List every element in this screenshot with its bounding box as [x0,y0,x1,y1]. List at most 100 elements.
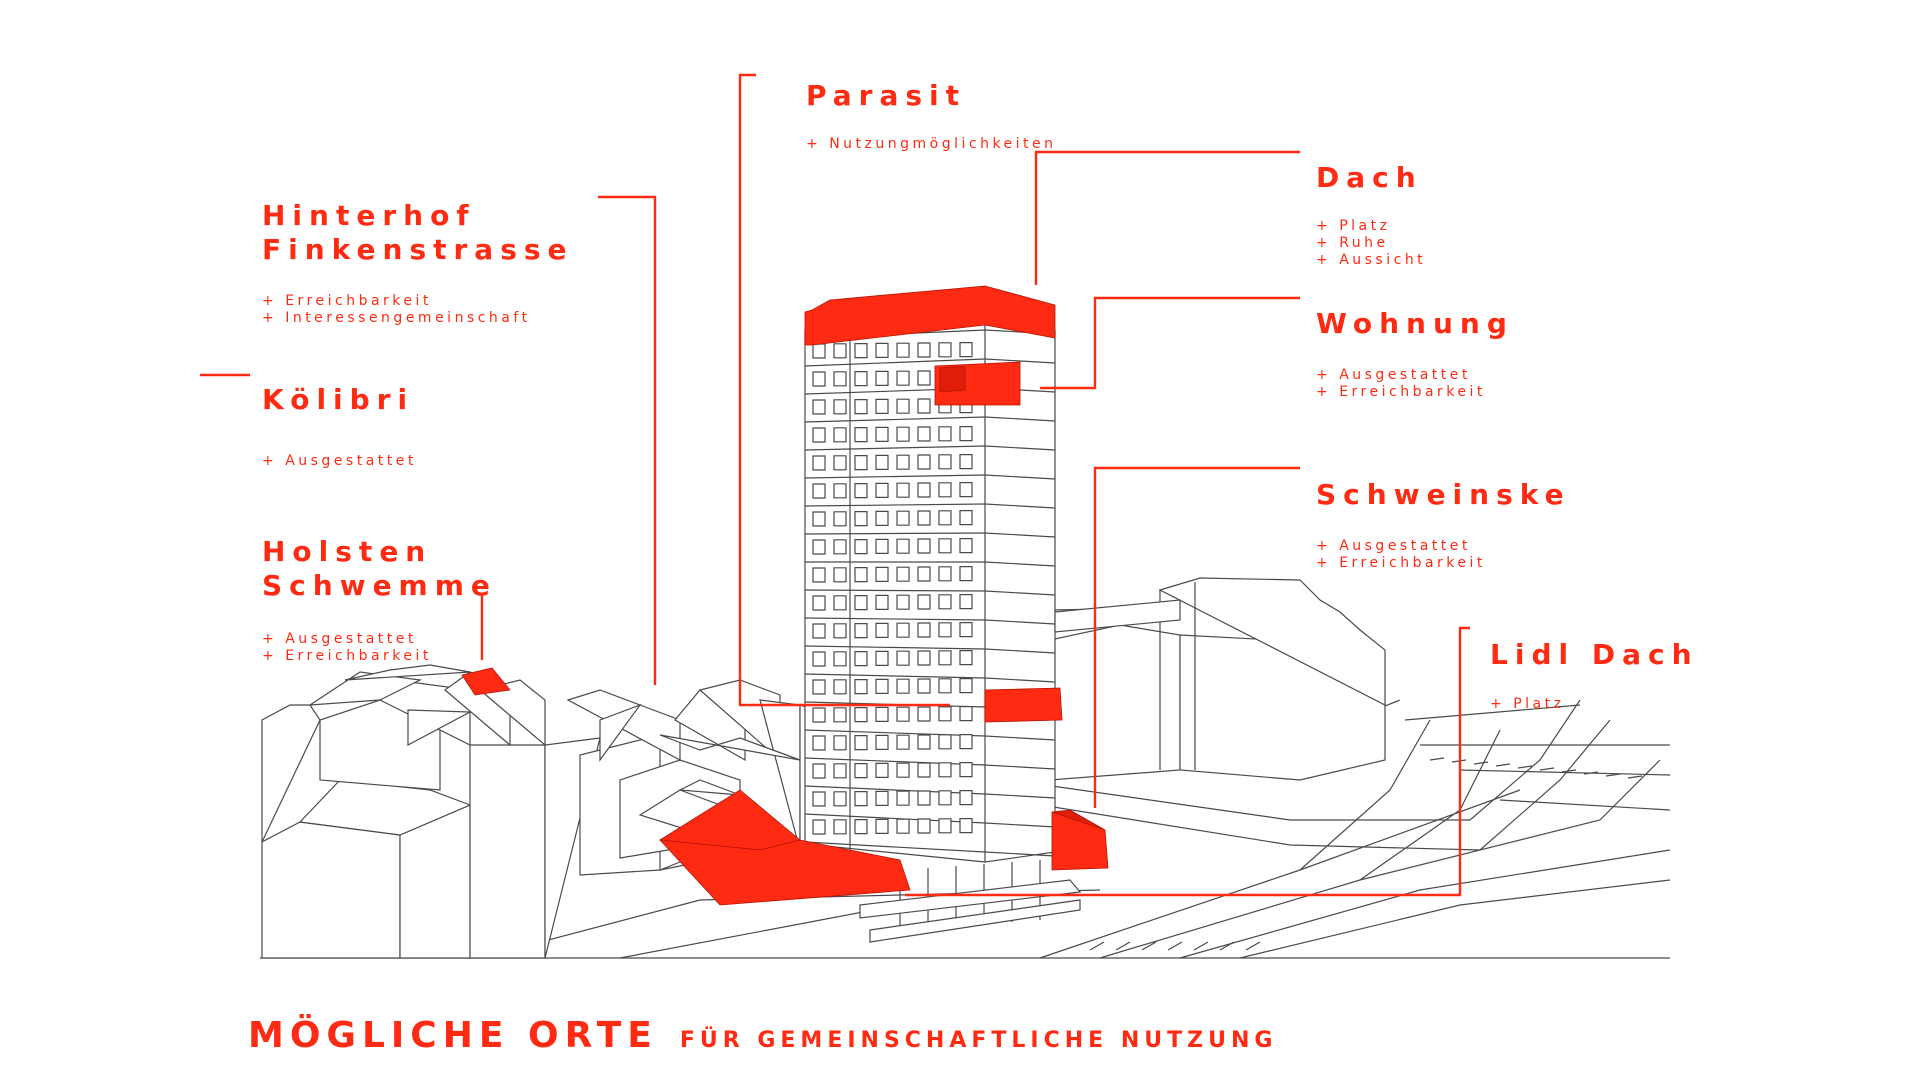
tower-window [897,455,909,469]
footer-title: MÖGLICHE ORTE [248,1015,658,1056]
footer-caption: MÖGLICHE ORTEFÜR GEMEINSCHAFTLICHE NUTZU… [248,1015,1277,1056]
label-holsten-items: Ausgestattet Erreichbarkeit [262,631,497,665]
tower-window [855,680,867,694]
tower-window [834,456,846,470]
label-kolibri-title: Kölibri [262,383,417,417]
tower-window [876,455,888,469]
tower-window [813,372,825,386]
tower-window [918,623,930,637]
tower-window [918,343,930,357]
tower-window [855,540,867,554]
highlight-apartment-shadow [940,366,965,392]
tower-window [855,764,867,778]
label-dach: Dach Platz Ruhe Aussicht [1316,138,1426,283]
list-item: Nutzungmöglichkeiten [806,136,1057,153]
tower-window [897,483,909,497]
label-kolibri: Kölibri Ausgestattet [262,360,417,484]
street-line [1100,760,1660,958]
tower-window [876,427,888,441]
tower-window [855,400,867,414]
tower-window [939,735,951,749]
street-line [1180,850,1670,958]
tower-window [834,372,846,386]
tower-window [939,819,951,833]
label-lidl-dach-title: Lidl Dach [1490,638,1699,672]
leader-hinterhof [598,197,655,685]
tower-window [876,763,888,777]
tower-window [960,819,972,833]
label-holsten-title: Holsten Schwemme [262,535,497,603]
lane-dash [1474,762,1488,764]
tower-window [918,567,930,581]
lane-dash [1540,768,1554,770]
label-schweinske: Schweinske Ausgestattet Erreichbarkeit [1316,455,1571,586]
tower-window [876,595,888,609]
tower-window [834,512,846,526]
tower-window [855,820,867,834]
tower-window [855,736,867,750]
tower-window [939,791,951,805]
tower-window [897,399,909,413]
lane-dash [1496,764,1510,766]
label-schweinske-items: Ausgestattet Erreichbarkeit [1316,538,1571,572]
tower-window [939,623,951,637]
tower-window [855,428,867,442]
lane-dash [1430,758,1444,760]
tower-window [813,736,825,750]
tower-window [834,344,846,358]
tower-window [855,708,867,722]
tower-window [939,427,951,441]
list-item: Aussicht [1316,252,1426,269]
tower-window [813,708,825,722]
leader-wohnung [1040,298,1300,388]
tower-window [939,567,951,581]
tower-window [834,624,846,638]
lane-dash [1168,942,1182,950]
lane-dash [1606,774,1620,776]
tower-window [960,343,972,357]
street-line [1040,790,1520,958]
tower-window [834,708,846,722]
tower-window [960,707,972,721]
tower-window [960,427,972,441]
tower-window [918,707,930,721]
tower-window [960,623,972,637]
tower-window [960,511,972,525]
tower-window [876,399,888,413]
tower-window [855,344,867,358]
label-hinterhof-title: Hinterhof Finkenstrasse [262,199,574,267]
tower-window [813,512,825,526]
lane-dash [1246,942,1260,950]
tower-window [855,484,867,498]
tower-window [918,735,930,749]
tower-window [813,568,825,582]
list-item: Platz [1490,696,1699,713]
label-hinterhof: Hinterhof Finkenstrasse Erreichbarkeit I… [262,176,574,341]
tower-window [960,567,972,581]
tower-window [897,371,909,385]
tower-window [918,791,930,805]
label-hinterhof-items: Erreichbarkeit Interessengemeinschaft [262,293,574,327]
tower-window [876,567,888,581]
tower-window [918,651,930,665]
tower-window [939,511,951,525]
tower-window [834,484,846,498]
tower-window [897,791,909,805]
tower-window [960,595,972,609]
tower-window [897,539,909,553]
tower-window [813,456,825,470]
tower-window [876,679,888,693]
tower-window [876,539,888,553]
list-item: Erreichbarkeit [262,648,497,665]
tower-window [813,484,825,498]
tower-window [813,428,825,442]
tower-window [834,652,846,666]
tower-window [918,763,930,777]
tower-window [897,679,909,693]
tower-window [855,568,867,582]
label-holsten: Holsten Schwemme Ausgestattet Erreichbar… [262,512,497,679]
tower-window [813,540,825,554]
tower-window [855,372,867,386]
tower-window [813,652,825,666]
tower-window [855,456,867,470]
